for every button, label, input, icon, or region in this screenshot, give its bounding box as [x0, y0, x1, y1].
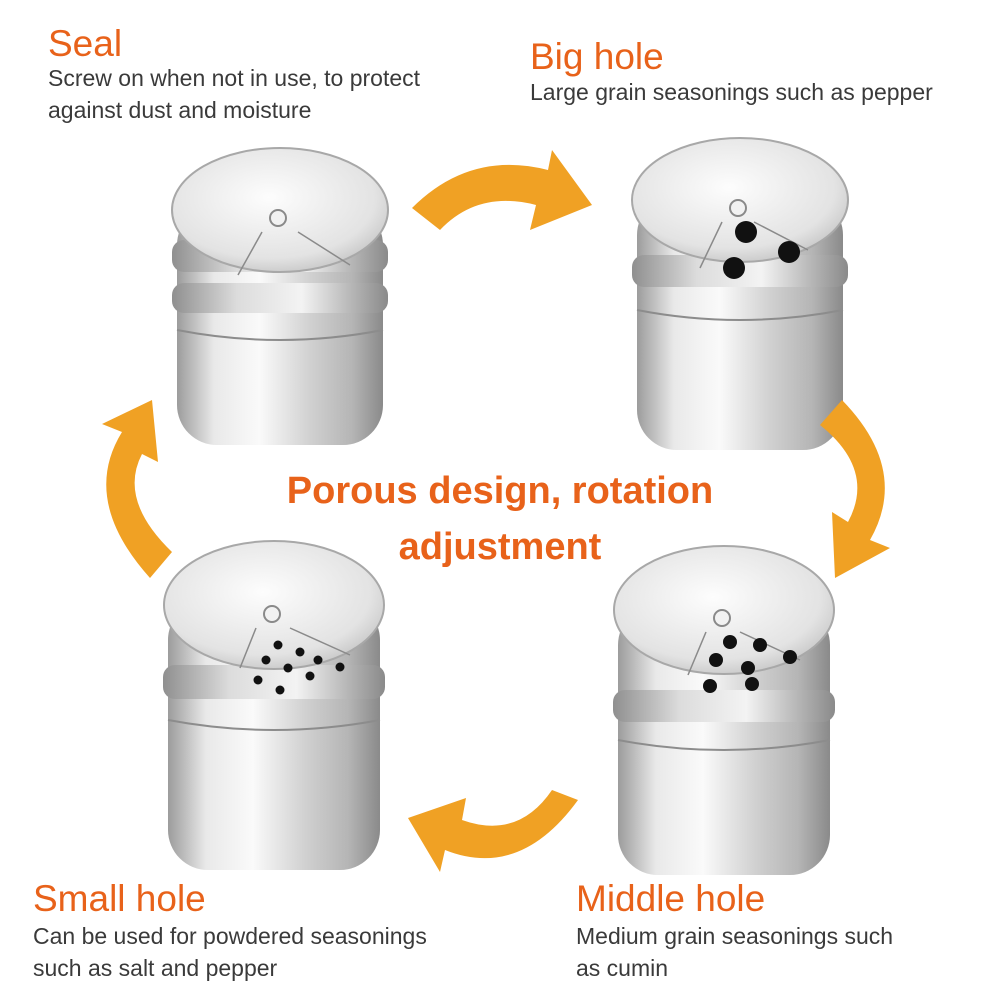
center-title-line: Porous design, rotation	[286, 470, 714, 512]
seal-description-line: against dust and moisture	[48, 97, 312, 123]
seal-description-line: Screw on when not in use, to protect	[48, 65, 421, 91]
spice-jar-icon	[613, 545, 835, 875]
spice-jar-icon	[171, 147, 389, 445]
curved-arrow-icon	[820, 400, 890, 578]
big-hole-description-line: Large grain seasonings such as pepper	[530, 79, 933, 105]
seal-description: Screw on when not in use, to protect aga…	[48, 62, 420, 126]
seal-title: Seal	[48, 23, 123, 64]
middle-hole-title: Middle hole	[576, 878, 766, 919]
small-hole-description: Can be used for powdered seasonings such…	[33, 920, 427, 984]
small-hole-description-line: Can be used for powdered seasonings	[33, 923, 427, 949]
small-hole-title: Small hole	[33, 878, 206, 919]
curved-arrow-icon	[412, 150, 592, 230]
center-title: Porous design, rotation adjustment	[200, 463, 800, 575]
middle-hole-description-line: Medium grain seasonings such	[576, 923, 894, 949]
spice-jar-icon	[631, 137, 849, 450]
big-hole-title: Big hole	[530, 36, 664, 77]
big-hole-description: Large grain seasonings such as pepper	[530, 76, 933, 108]
center-title-line: adjustment	[398, 526, 602, 568]
middle-hole-description-line: as cumin	[576, 955, 669, 981]
curved-arrow-icon	[408, 790, 578, 872]
spice-jar-icon	[163, 540, 385, 870]
curved-arrow-icon	[102, 400, 172, 578]
small-hole-description-line: such as salt and pepper	[33, 955, 278, 981]
middle-hole-description: Medium grain seasonings such as cumin	[576, 920, 893, 984]
